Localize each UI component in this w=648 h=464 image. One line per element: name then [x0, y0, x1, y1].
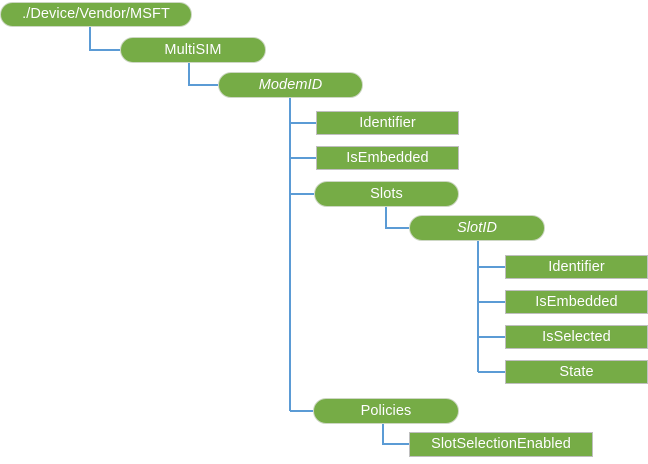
node-modem-isembedded-label: IsEmbedded [346, 149, 429, 166]
edge-root-multisim [89, 27, 120, 51]
node-slots[interactable]: Slots [314, 181, 459, 207]
node-slot-isembedded-label: IsEmbedded [535, 293, 618, 310]
node-slot-identifier-label: Identifier [548, 258, 605, 275]
node-modemid[interactable]: ModemID [218, 72, 363, 98]
edge-multisim-modemid [188, 63, 218, 86]
node-root[interactable]: ./Device/Vendor/MSFT [0, 2, 192, 27]
edge-slots-slotid [385, 207, 409, 229]
edge-policies-slotselectionenabled [382, 424, 409, 445]
node-slot-state-label: State [559, 363, 594, 380]
node-slot-state[interactable]: State [505, 360, 648, 384]
node-multisim[interactable]: MultiSIM [120, 37, 266, 63]
node-multisim-label: MultiSIM [164, 41, 222, 58]
node-slots-label: Slots [370, 185, 403, 202]
node-slotid[interactable]: SlotID [409, 215, 545, 241]
node-modem-identifier[interactable]: Identifier [316, 111, 459, 135]
node-slotselectionenabled[interactable]: SlotSelectionEnabled [409, 432, 593, 457]
node-policies-label: Policies [360, 402, 412, 419]
node-slot-isselected-label: IsSelected [542, 328, 611, 345]
node-slotid-label: SlotID [456, 219, 498, 236]
node-slot-isselected[interactable]: IsSelected [505, 325, 648, 349]
node-slotselectionenabled-label: SlotSelectionEnabled [431, 436, 571, 453]
node-policies[interactable]: Policies [313, 398, 459, 424]
node-modem-isembedded[interactable]: IsEmbedded [316, 146, 459, 170]
node-slot-identifier[interactable]: Identifier [505, 255, 648, 279]
node-slot-isembedded[interactable]: IsEmbedded [505, 290, 648, 314]
node-root-label: ./Device/Vendor/MSFT [22, 6, 170, 23]
node-modem-identifier-label: Identifier [359, 114, 416, 131]
node-modemid-label: ModemID [258, 76, 323, 93]
